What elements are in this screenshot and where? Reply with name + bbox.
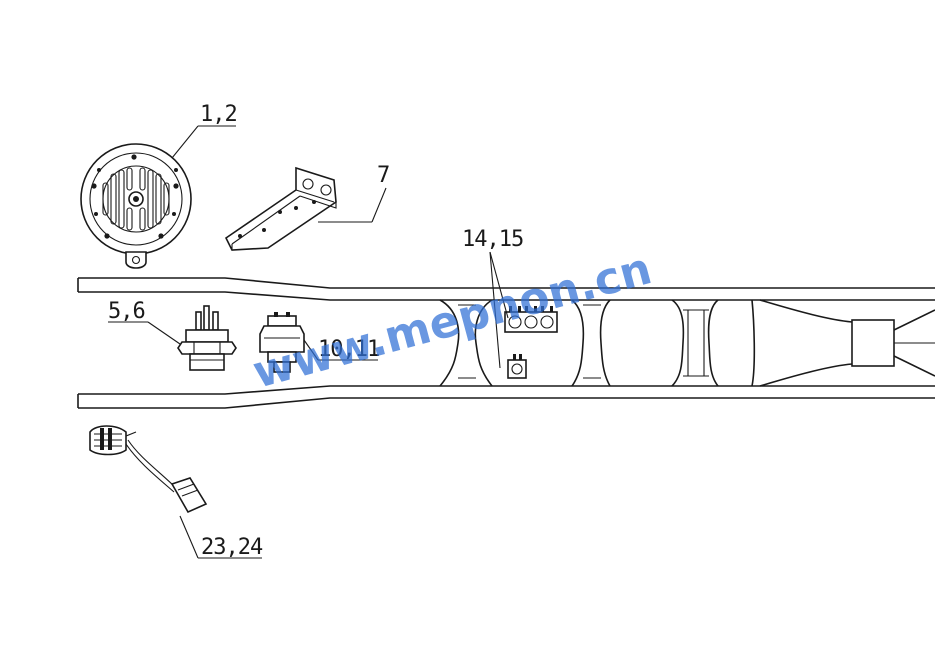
watermark-text: www.mepnon.cn: [248, 243, 657, 398]
switch-a-part: [177, 305, 237, 371]
callout-switch-b: 10,11: [318, 337, 379, 362]
bracket-part: [224, 166, 337, 251]
callout-switch-a: 5,6: [108, 299, 145, 324]
callout-connector: 23,24: [201, 535, 263, 560]
switch-b-part: [259, 312, 305, 373]
callout-bracket: 7: [377, 163, 389, 188]
chassis-frame: [77, 277, 935, 409]
callout-horn: 1,2: [200, 102, 237, 127]
horn-part: [80, 143, 192, 269]
relay-block-part: [504, 306, 558, 379]
callout-relays: 14,15: [462, 227, 523, 252]
connector-part: [89, 425, 208, 514]
